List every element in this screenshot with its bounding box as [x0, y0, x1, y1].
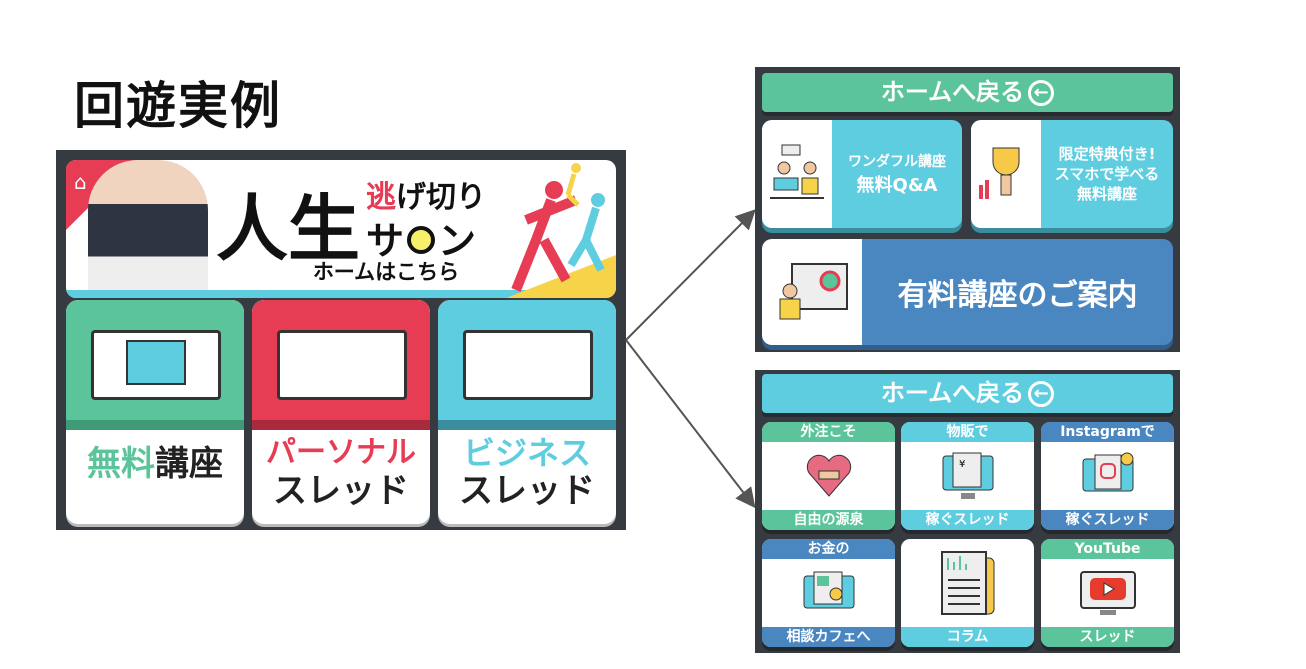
pin-icon: [407, 226, 436, 254]
monitor-yen-chart-icon: ¥: [901, 442, 1034, 510]
banner-sub2: サ: [366, 219, 405, 263]
card-free-line2: スマホで学べる: [1054, 165, 1160, 183]
money-monitor-icon: [762, 559, 895, 627]
arrow-left-circle-icon: ←: [1028, 381, 1055, 407]
slide-title: 回遊実例: [74, 77, 282, 135]
runners-icon: [506, 163, 616, 298]
threads-page-screenshot: ホームへ戻る← 外注こそ自由の源泉 物販で¥稼ぐスレッド Instagramで稼…: [755, 370, 1180, 653]
flow-arrows: [625, 209, 756, 509]
card-column[interactable]: コラム: [901, 539, 1034, 647]
card-label: スレッド: [459, 471, 595, 511]
card-money-cafe[interactable]: お金の相談カフェへ: [762, 539, 895, 647]
card-outsourcing[interactable]: 外注こそ自由の源泉: [762, 422, 895, 530]
card-free-course[interactable]: 無料講座: [66, 300, 244, 524]
banner-sub1: げ切り: [396, 180, 486, 215]
card-top-label: お金の: [762, 539, 895, 559]
house-icon: ⌂: [74, 170, 87, 194]
illustration-green: [66, 300, 244, 420]
card-label-accent: パーソナル: [266, 435, 416, 470]
card-label: スレッド: [273, 471, 409, 511]
illustration-red: [252, 300, 430, 420]
presenter-photo: [88, 160, 208, 298]
card-top-label: YouTube: [1041, 539, 1174, 559]
back-home-button[interactable]: ホームへ戻る←: [762, 73, 1173, 112]
card-top-label: 外注こそ: [762, 422, 895, 442]
home-banner[interactable]: ⌂ 人生 逃げ切り サン ホームはこちら: [66, 160, 616, 298]
card-label-accent: 無料: [87, 444, 155, 484]
card-free-qa[interactable]: ワンダフル講座無料Q&A: [762, 120, 962, 228]
back-home-button[interactable]: ホームへ戻る←: [762, 374, 1173, 413]
card-bottom-label: 相談カフェへ: [762, 627, 895, 647]
card-qa-line1: ワンダフル講座: [848, 154, 946, 170]
banner-red-char: 逃: [366, 180, 396, 215]
handshake-heart-icon: [762, 442, 895, 510]
card-bottom-label: 自由の源泉: [762, 510, 895, 530]
card-free-line3: 無料講座: [1076, 185, 1137, 203]
arrow-to-page1: [625, 209, 756, 341]
arrow-left-circle-icon: ←: [1028, 80, 1055, 106]
banner-title-sub: 逃げ切り: [366, 172, 486, 216]
illustration-cyan: [438, 300, 616, 420]
card-bottom-label: 稼ぐスレッド: [1041, 510, 1174, 530]
banner-sub3: ン: [438, 219, 477, 263]
meeting-icon: [762, 120, 832, 228]
presentation-icon: [762, 239, 862, 345]
card-merchandise[interactable]: 物販で ¥ 稼ぐスレッド: [901, 422, 1034, 530]
newspaper-icon: [901, 539, 1034, 627]
card-limited-free-course[interactable]: 限定特典付き! スマホで学べる無料講座: [971, 120, 1173, 228]
instagram-monitor-icon: [1041, 442, 1174, 510]
card-free-line1: 限定特典付き!: [1058, 145, 1156, 163]
youtube-monitor-icon: [1041, 559, 1174, 627]
banner-title: 人生: [216, 187, 361, 271]
card-bottom-label: スレッド: [1041, 627, 1174, 647]
card-label-accent: ビジネス: [462, 434, 591, 472]
card-top-label: Instagramで: [1041, 422, 1174, 442]
home-page-screenshot: ⌂ 人生 逃げ切り サン ホームはこちら 無料講座 パーソナルスレッド ビジネス…: [56, 150, 626, 530]
card-personal-thread[interactable]: パーソナルスレッド: [252, 300, 430, 524]
card-paid-course[interactable]: 有料講座のご案内: [762, 239, 1173, 345]
back-home-label: ホームへ戻る: [880, 78, 1025, 106]
bottom-stripe: [66, 290, 616, 298]
back-home-label: ホームへ戻る: [880, 379, 1025, 407]
arrow-to-page2: [625, 339, 756, 509]
trophy-icon: [971, 120, 1041, 228]
free-course-page-screenshot: ホームへ戻る← ワンダフル講座無料Q&A 限定特典付き!スマホで学べる無料講座 …: [755, 67, 1180, 352]
card-top-label: 物販で: [901, 422, 1034, 442]
card-bottom-label: コラム: [901, 627, 1034, 647]
card-bottom-label: 稼ぐスレッド: [901, 510, 1034, 530]
card-label: 講座: [155, 444, 223, 484]
svg-text:¥: ¥: [959, 459, 965, 470]
card-youtube[interactable]: YouTube スレッド: [1041, 539, 1174, 647]
banner-title-salon: サン: [366, 210, 476, 265]
banner-subtitle: ホームはこちら: [312, 260, 460, 284]
card-instagram[interactable]: Instagramで稼ぐスレッド: [1041, 422, 1174, 530]
card-paid-label: 有料講座のご案内: [897, 278, 1138, 313]
card-qa-line2: 無料Q&A: [856, 175, 938, 196]
card-business-thread[interactable]: ビジネススレッド: [438, 300, 616, 524]
